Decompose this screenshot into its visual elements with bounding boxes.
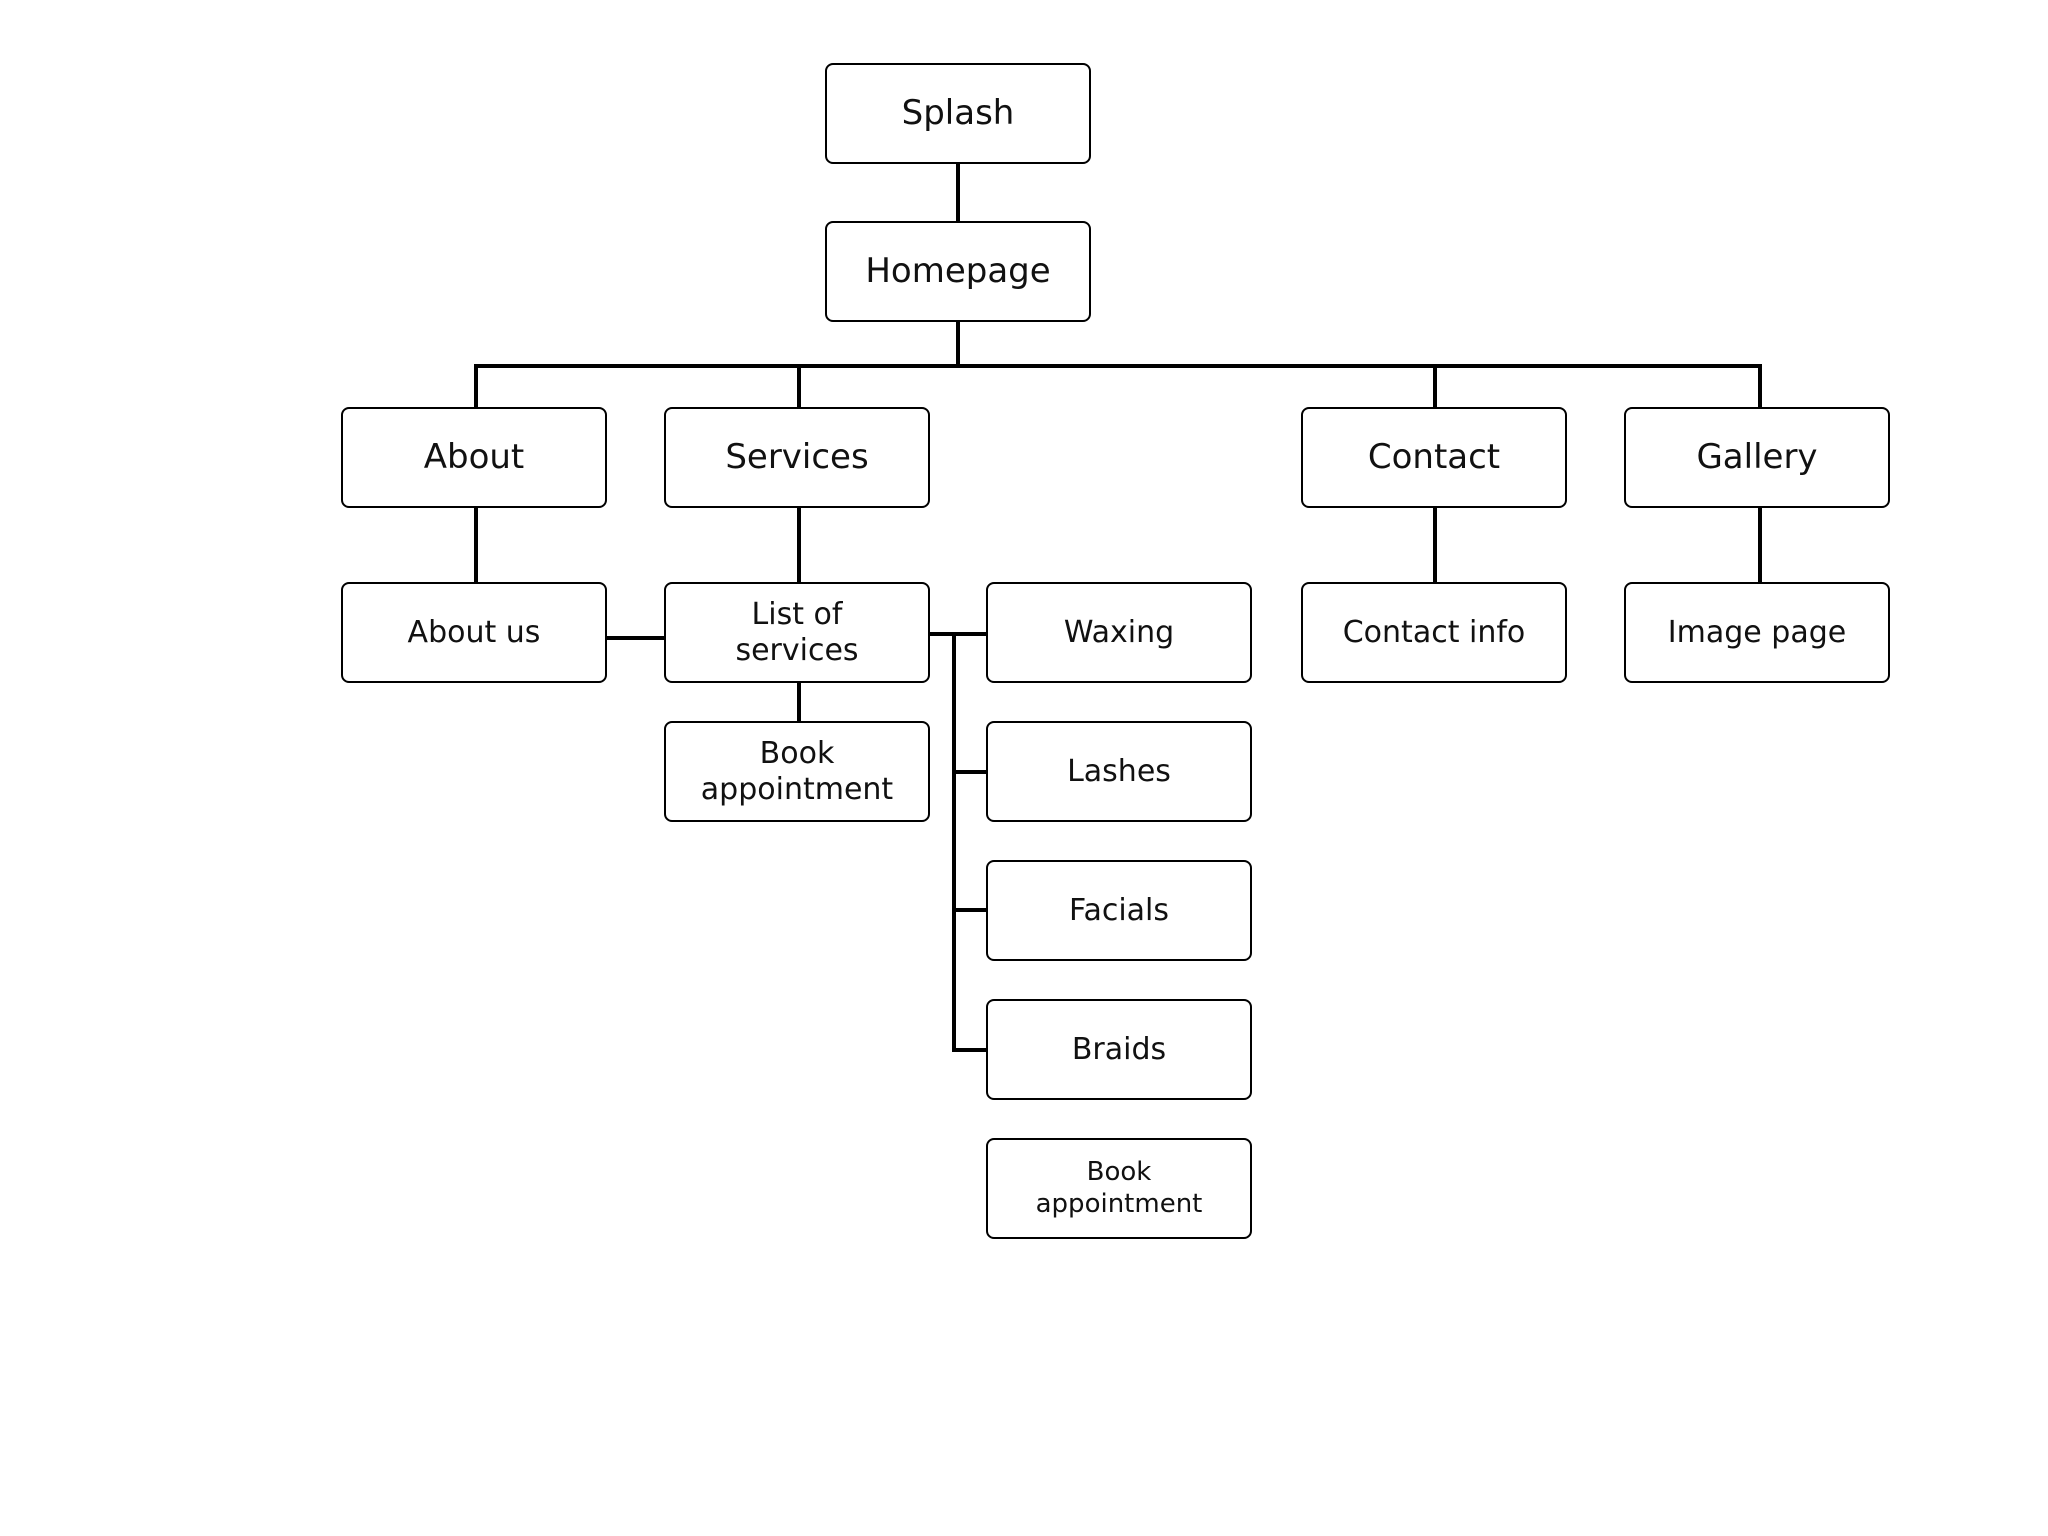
list-of-services-label: List of services: [735, 596, 859, 668]
book-appointment-node: Book appointment: [664, 721, 930, 822]
facials-label: Facials: [1068, 892, 1170, 928]
gallery-node: Gallery: [1624, 407, 1890, 508]
homepage-node: Homepage: [825, 221, 1091, 322]
contact-node: Contact: [1301, 407, 1567, 508]
book-appointment-label: Book appointment: [700, 735, 894, 807]
about-label: About: [423, 437, 525, 478]
contact-info-node: Contact info: [1301, 582, 1567, 683]
image-page-label: Image page: [1667, 614, 1847, 650]
services-node: Services: [664, 407, 930, 508]
waxing-label: Waxing: [1063, 614, 1175, 650]
about-us-label: About us: [407, 614, 541, 650]
braids-node: Braids: [986, 999, 1252, 1100]
homepage-label: Homepage: [865, 251, 1051, 292]
list-of-services-node: List of services: [664, 582, 930, 683]
image-page-node: Image page: [1624, 582, 1890, 683]
gallery-label: Gallery: [1696, 437, 1818, 478]
facials-node: Facials: [986, 860, 1252, 961]
splash-node: Splash: [825, 63, 1091, 164]
lashes-label: Lashes: [1067, 753, 1171, 789]
about-us-node: About us: [341, 582, 607, 683]
book-appointment-service-node: Book appointment: [986, 1138, 1252, 1239]
contact-label: Contact: [1367, 437, 1501, 478]
braids-label: Braids: [1071, 1031, 1167, 1067]
splash-label: Splash: [901, 93, 1015, 134]
lashes-node: Lashes: [986, 721, 1252, 822]
waxing-node: Waxing: [986, 582, 1252, 683]
services-label: Services: [725, 437, 869, 478]
contact-info-label: Contact info: [1342, 614, 1526, 650]
book-appointment-service-label: Book appointment: [1035, 1157, 1203, 1219]
about-node: About: [341, 407, 607, 508]
